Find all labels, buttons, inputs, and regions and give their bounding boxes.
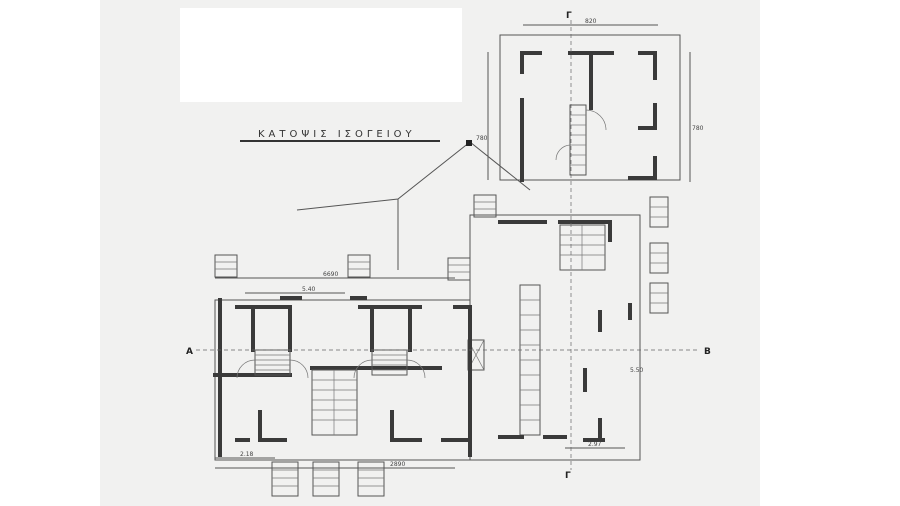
svg-text:5.50: 5.50 (630, 367, 644, 374)
svg-text:Γ: Γ (566, 11, 572, 21)
left-block: 6690 5.40 2890 2.18 (196, 271, 700, 469)
section-marks: A B Γ Γ (186, 11, 711, 481)
middle-block: 2.97 5.50 (467, 214, 644, 461)
svg-text:ΚΑΤΟΨΙΣ ΙΣΟΓΕΙΟΥ: ΚΑΤΟΨΙΣ ΙΣΟΓΕΙΟΥ (258, 129, 416, 140)
svg-text:2.18: 2.18 (240, 451, 254, 458)
svg-text:B: B (704, 347, 711, 357)
svg-text:780: 780 (692, 125, 704, 132)
svg-text:5.40: 5.40 (302, 286, 316, 293)
svg-text:780: 780 (476, 135, 488, 142)
svg-text:Γ: Γ (565, 471, 571, 481)
upper-right-block: 820 780 780 (476, 18, 704, 182)
svg-text:2.97: 2.97 (588, 441, 602, 448)
redacted-area (180, 8, 462, 102)
svg-text:820: 820 (585, 18, 597, 25)
svg-text:2890: 2890 (390, 461, 405, 468)
svg-text:A: A (186, 347, 193, 357)
drawing-title: ΚΑΤΟΨΙΣ ΙΣΟΓΕΙΟΥ (240, 129, 440, 142)
svg-text:6690: 6690 (323, 271, 338, 278)
exterior-steps (214, 194, 669, 497)
